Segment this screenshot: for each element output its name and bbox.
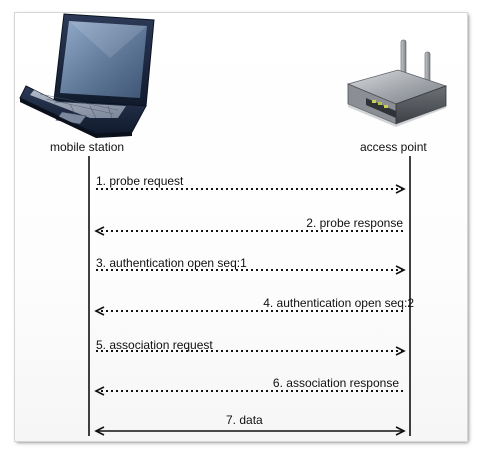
message-label-7: 7. data xyxy=(226,413,263,427)
laptop-icon xyxy=(19,13,155,138)
message-label-2: 2. probe response xyxy=(306,216,403,230)
arrowhead-left-4 xyxy=(94,306,105,316)
message-label-5: 5. association request xyxy=(96,338,213,352)
arrowhead-right-7 xyxy=(395,426,406,436)
arrowhead-right-5 xyxy=(395,346,406,356)
message-arrows xyxy=(94,184,406,436)
arrowhead-left-7 xyxy=(94,426,105,436)
arrowhead-left-6 xyxy=(94,386,105,396)
arrowhead-right-3 xyxy=(395,265,406,275)
arrowhead-left-2 xyxy=(94,226,105,236)
mobile-station-label: mobile station xyxy=(50,140,125,154)
message-label-6: 6. association response xyxy=(272,376,399,390)
message-label-4: 4. authentication open seq:2 xyxy=(263,296,414,310)
wireless-router-icon xyxy=(346,39,448,127)
access-point-label: access point xyxy=(360,140,427,154)
message-label-1: 1. probe request xyxy=(96,174,184,188)
message-label-3: 3. authentication open seq:1 xyxy=(96,256,247,270)
arrowhead-right-1 xyxy=(395,184,406,194)
